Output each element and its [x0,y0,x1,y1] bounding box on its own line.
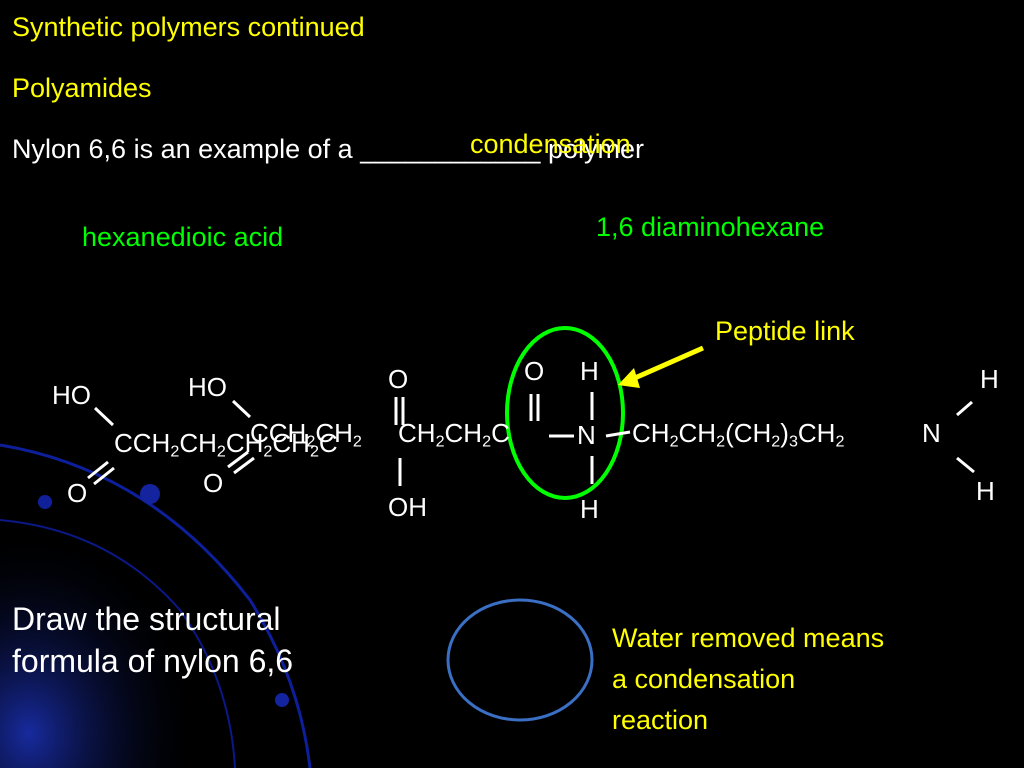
atom-n: N [577,420,596,450]
answer-blank: ____________ [360,134,541,164]
note-line: a condensation [612,664,796,694]
bond [233,456,255,475]
swirl-dot [275,693,289,707]
water-removed-circle [446,598,594,722]
atom-o: O [203,468,224,498]
chain-acid-1: CCH2CH2CH2CH2C [114,428,338,461]
water-note: Water removed means a condensation react… [612,618,884,741]
label-hexanedioic-acid: hexanedioic acid [82,222,284,252]
swirl-dot [38,495,52,509]
statement-prefix: Nylon 6,6 is an example of a [12,134,353,164]
task-line: formula of nylon 6,6 [12,643,294,679]
label-diaminohexane: 1,6 diaminohexane [596,212,825,242]
chain-mid: CH2CH2C [398,418,510,451]
atom-o: O [67,478,88,508]
statement-line: Nylon 6,6 is an example of a ___________… [12,134,644,165]
chain-amine: CH2CH2(CH2)3CH2 [632,418,845,451]
bond [231,399,252,419]
atom-h: H [580,356,599,386]
chain-acid-2: CCH2CH2 [250,418,362,451]
bond [87,460,109,480]
bond [93,466,115,486]
slide-title: Synthetic polymers continued [12,12,365,42]
atom-n: N [922,418,941,448]
atom-h: H [580,494,599,524]
bond [605,430,631,438]
peptide-arrow-head [618,368,640,388]
bond [227,450,249,469]
peptide-link-circle [505,326,625,500]
slide-subtitle: Polyamides [12,73,152,103]
atom-o: O [524,356,545,386]
atom-ho: HO [188,372,227,402]
task-instruction: Draw the structural formula of nylon 6,6 [12,598,293,682]
atom-ho: HO [52,380,91,410]
swirl-line [0,443,312,768]
bond [956,456,975,474]
bond [93,406,115,427]
swirl-line [0,519,236,768]
bond [956,400,973,417]
peptide-arrow-shaft [626,345,705,384]
atom-h: H [980,364,999,394]
note-line: reaction [612,705,709,735]
atom-oh: OH [388,492,427,522]
atom-h: H [976,476,995,506]
note-line: Water removed means [612,623,885,653]
answer-word: condensation [470,129,631,159]
swirl-dot [140,484,160,504]
statement-suffix: polymer [547,134,644,164]
atom-o: O [388,364,409,394]
task-line: Draw the structural [12,601,281,637]
peptide-link-label: Peptide link [715,316,855,346]
